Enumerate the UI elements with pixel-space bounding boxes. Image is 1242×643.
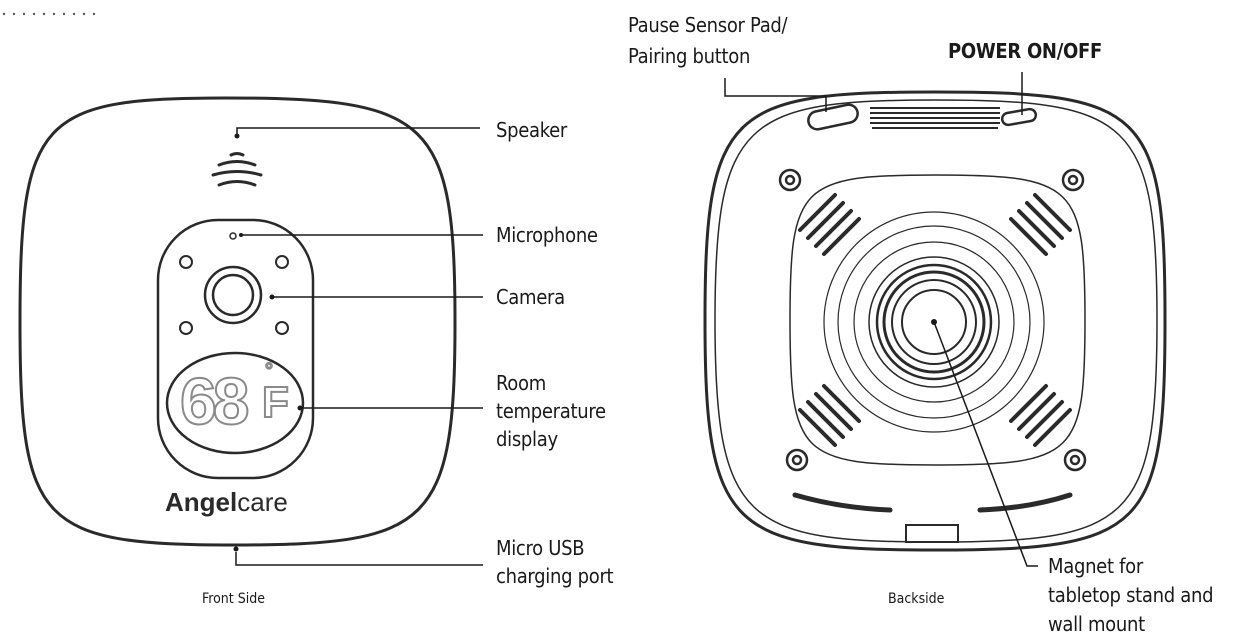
front-caption: Front Side (202, 591, 265, 607)
power-label: POWER ON/OFF (948, 39, 1102, 63)
pause-leader (724, 78, 827, 112)
front-leader-lines (235, 127, 483, 566)
temperature-label-line3: display (496, 427, 558, 451)
pause-label-line1: Pause Sensor Pad/ (628, 13, 788, 37)
usb-port-icon (233, 546, 239, 552)
speaker-grille-icon (211, 152, 263, 187)
magnet-icon (823, 211, 1045, 433)
front-device (18, 96, 457, 552)
speaker-leader (236, 127, 480, 135)
magnet-label-line3: wall mount (1048, 612, 1145, 636)
magnet-leader (933, 321, 1038, 567)
leader-dots (234, 133, 303, 411)
temperature-display (165, 351, 305, 455)
microphone-label: Microphone (496, 223, 598, 247)
back-device (703, 90, 1167, 552)
decorative-dots (2, 12, 96, 16)
brand-light: care (237, 487, 288, 517)
temperature-label-line2: temperature (496, 399, 606, 423)
vent-icon (798, 193, 1072, 447)
top-vent (870, 107, 1000, 129)
usb-leader (235, 552, 483, 566)
camera-lens-inner-icon (211, 273, 255, 317)
pause-sensor-pad (807, 103, 859, 131)
back-caption: Backside (888, 591, 945, 607)
magnet-label-line1: Magnet for (1048, 554, 1143, 578)
bottom-notch (905, 524, 959, 543)
back-leader-lines (724, 72, 1038, 567)
bottom-slot (792, 492, 893, 513)
back-device-outer (703, 90, 1167, 552)
ir-led-icon (179, 255, 193, 269)
front-device-body (18, 96, 457, 547)
camera-lens-icon (203, 265, 263, 325)
temperature-degree: ° (264, 359, 273, 382)
back-mount-plate (789, 174, 1086, 466)
usb-label-line2: charging port (496, 564, 614, 588)
microphone-hole-icon (229, 232, 237, 240)
speaker-label: Speaker (496, 118, 568, 142)
temperature-digits: 68 (179, 363, 250, 439)
camera-label: Camera (496, 285, 565, 309)
camera-panel (156, 218, 315, 480)
magnet-label-line2: tabletop stand and (1048, 583, 1214, 607)
ir-led-icon (275, 321, 289, 335)
usb-label-line1: Micro USB (496, 536, 585, 560)
ir-led-icon (275, 255, 289, 269)
screw-icon (778, 168, 1087, 472)
pause-label-line2: Pairing button (628, 44, 751, 68)
brand-logo: Angelcare (165, 487, 288, 518)
temperature-unit: F (261, 377, 290, 428)
brand-bold: Angel (165, 487, 238, 517)
power-button (1000, 107, 1038, 127)
ir-led-icon (179, 321, 193, 335)
temperature-label-line1: Room (496, 371, 546, 395)
bottom-slot (977, 492, 1073, 513)
